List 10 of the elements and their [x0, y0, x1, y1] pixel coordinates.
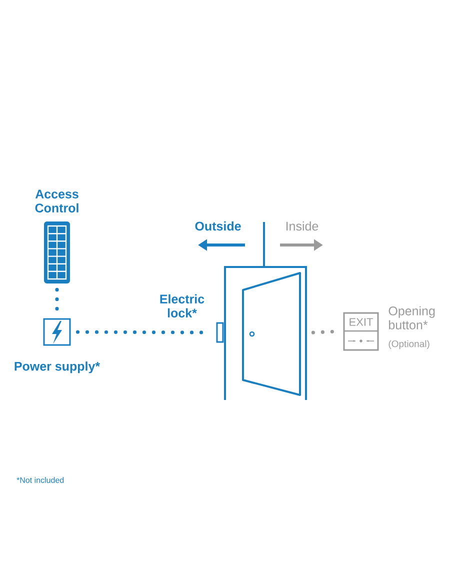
exit-button: EXIT — [343, 312, 379, 351]
direction-label: Outside — [195, 221, 241, 231]
node-caption: Opening button* — [388, 306, 435, 330]
door-drawing — [224, 266, 307, 400]
node-label: Access Control — [35, 190, 78, 212]
footnote: *Not included — [16, 477, 64, 483]
direction-label: Inside — [286, 221, 318, 231]
node-label: Power supply* — [14, 362, 100, 374]
node-label: Electric lock* — [160, 294, 204, 318]
node-caption: (Optional) — [388, 340, 430, 350]
